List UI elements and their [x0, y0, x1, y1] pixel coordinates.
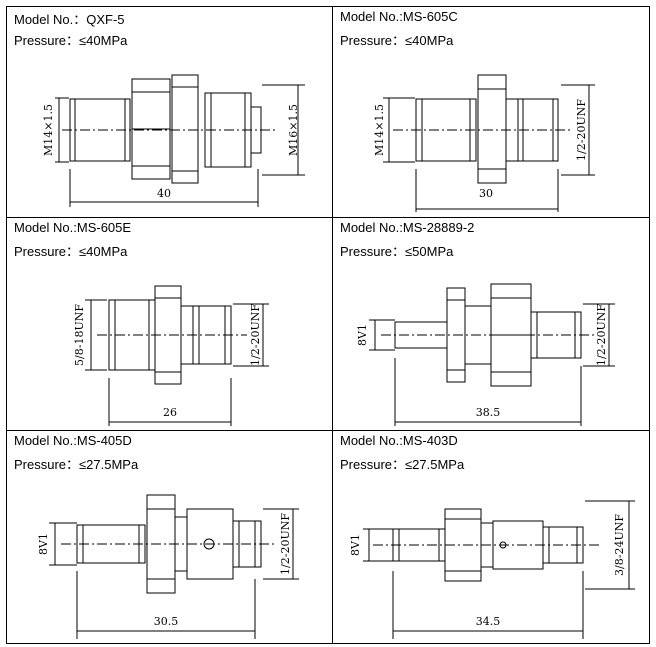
row-divider [7, 217, 649, 218]
overall-length: 38.5 [476, 406, 501, 419]
thread-left: 8V1 [37, 533, 50, 555]
spec-cell-ms-605c: Model No.:MS-605C Pressure：≤40MPa M14×1.… [333, 7, 651, 217]
pressure-rating: Pressure：≤40MPa [14, 33, 128, 48]
thread-left: 8V1 [356, 324, 369, 346]
model-number: Model No.:MS-605C [340, 9, 458, 24]
fitting-drawing: M14×1.5 M16×1.5 40 [42, 74, 305, 207]
pressure-rating: Pressure：≤40MPa [14, 244, 128, 259]
fitting-drawing: 5/8-18UNF 1/2-20UNF 26 [73, 285, 269, 426]
spec-cell-ms-403d: Model No.:MS-403D Pressure：≤27.5MPa [333, 431, 651, 641]
overall-length: 30.5 [154, 615, 179, 628]
thread-right: M16×1.5 [287, 104, 300, 156]
spec-cell-ms-405d: Model No.:MS-405D Pressure：≤27.5MPa [7, 431, 325, 641]
fitting-drawing: 8V1 3/8-24UNF 34.5 [349, 500, 635, 639]
spec-cell-ms-28889-2: Model No.:MS-28889-2 Pressure：≤50MPa [333, 218, 651, 428]
overall-length: 40 [157, 187, 171, 200]
thread-left: 8V1 [349, 534, 362, 556]
pressure-rating: Pressure：≤27.5MPa [340, 457, 465, 472]
model-number: Model No.:MS-403D [340, 433, 458, 448]
thread-left: 5/8-18UNF [73, 304, 86, 366]
fitting-drawing: 8V1 1/2-20UNF 38.5 [356, 283, 615, 426]
spec-cell-ms-605e: Model No.:MS-605E Pressure：≤40MPa 5/8-18… [7, 218, 325, 428]
fitting-drawing: M14×1.5 1/2-20UNF 30 [373, 74, 595, 212]
pressure-rating: Pressure：≤40MPa [340, 33, 454, 48]
overall-length: 30 [479, 187, 493, 200]
overall-length: 26 [163, 406, 177, 419]
thread-right: 1/2-20UNF [595, 304, 608, 366]
spec-table: Model No.：QXF-5 Pressure：≤40MPa [6, 6, 650, 644]
thread-right: 1/2-20UNF [575, 99, 588, 161]
thread-left: M14×1.5 [42, 104, 55, 156]
thread-left: M14×1.5 [373, 104, 386, 156]
column-divider [332, 7, 333, 643]
model-number: Model No.：QXF-5 [14, 12, 125, 27]
model-number: Model No.:MS-605E [14, 220, 132, 235]
pressure-rating: Pressure：≤50MPa [340, 244, 454, 259]
thread-right: 3/8-24UNF [613, 514, 626, 576]
row-divider [7, 430, 649, 431]
fitting-drawing: 8V1 1/2-20UNF 30.5 [37, 494, 299, 639]
model-number: Model No.:MS-405D [14, 433, 132, 448]
spec-cell-qxf-5: Model No.：QXF-5 Pressure：≤40MPa [7, 7, 325, 217]
thread-right: 1/2-20UNF [249, 304, 262, 366]
pressure-rating: Pressure：≤27.5MPa [14, 457, 139, 472]
overall-length: 34.5 [476, 615, 501, 628]
model-number: Model No.:MS-28889-2 [340, 220, 475, 235]
thread-right: 1/2-20UNF [279, 513, 292, 575]
